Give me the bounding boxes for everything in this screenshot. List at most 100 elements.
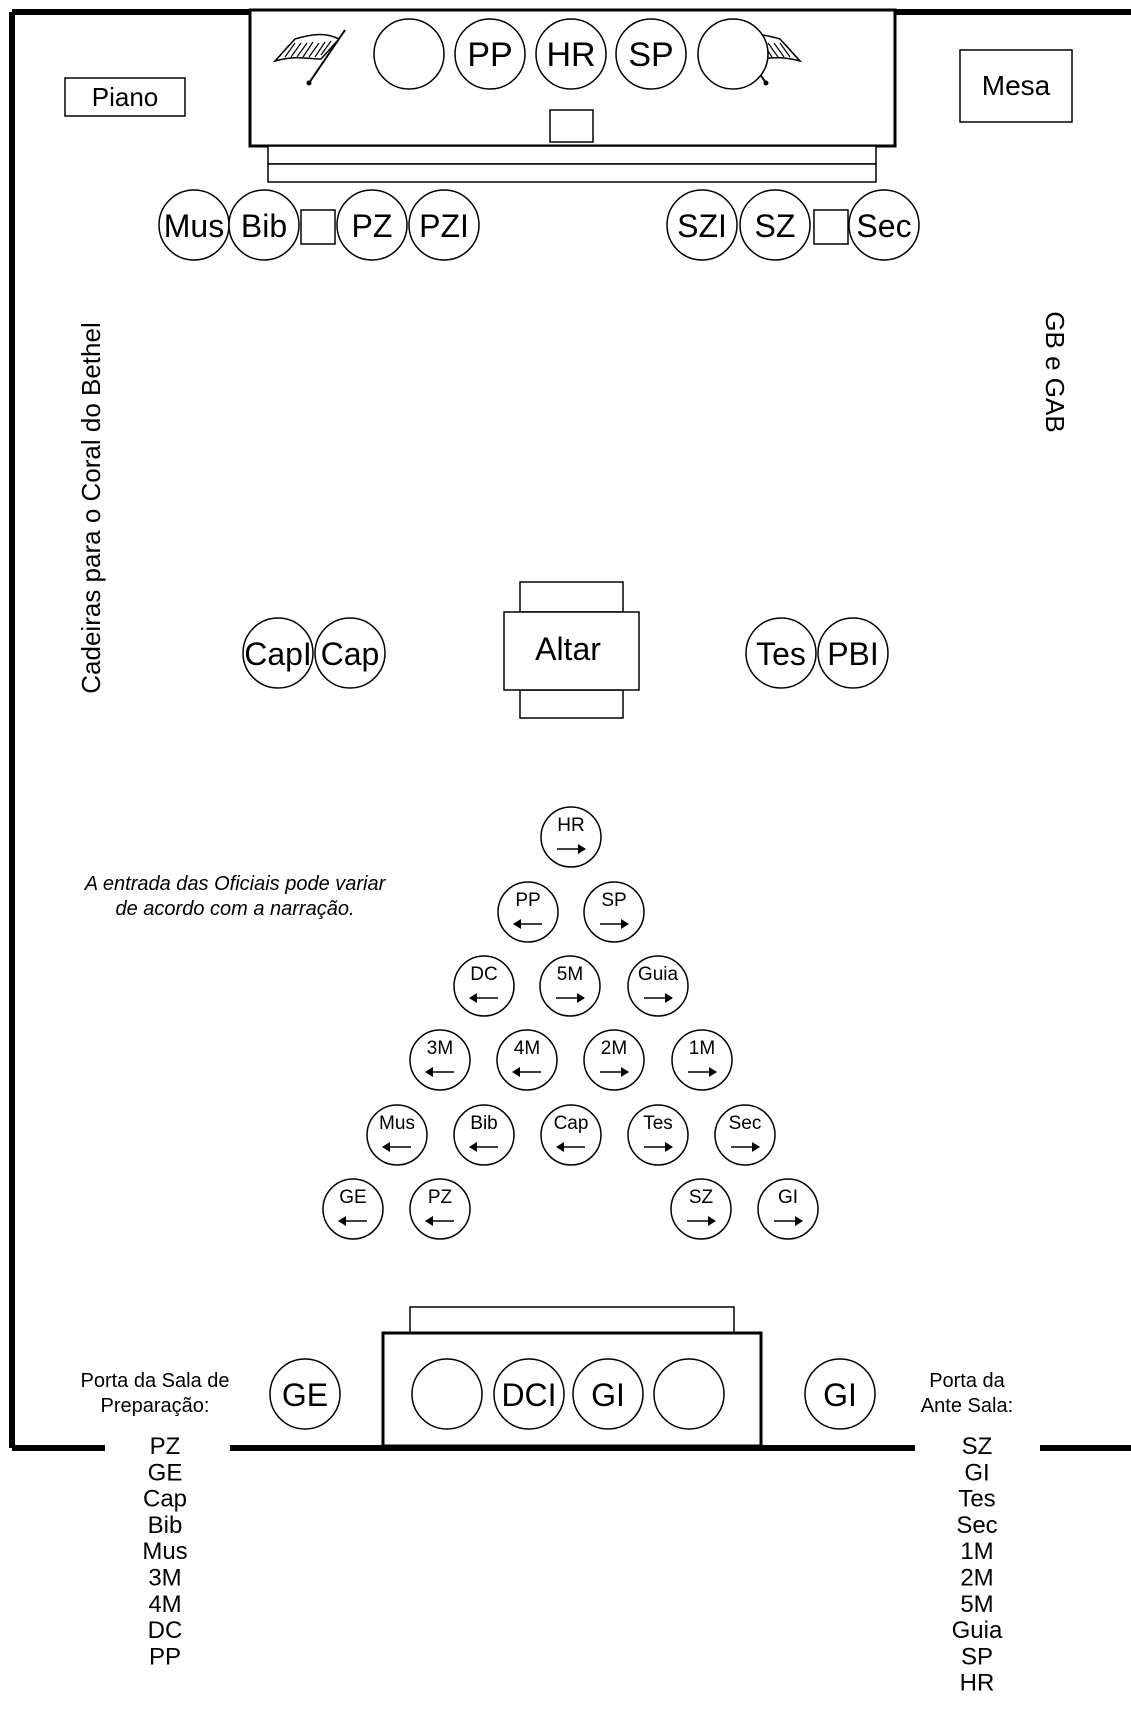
door-order-item: DC [148, 1617, 183, 1644]
dais-lectern [549, 109, 594, 143]
svg-text:GE: GE [282, 1377, 328, 1413]
seat: Sec [848, 189, 920, 261]
door-order-item: 2M [960, 1565, 993, 1592]
upper-right-seats: SZI SZ Sec [666, 189, 920, 261]
arrow-left-icon [469, 993, 498, 1003]
seat: SZI [666, 189, 738, 261]
seat: Bib [228, 189, 300, 261]
mid-right-seats: Tes PBI [745, 617, 889, 689]
seat: CapI [242, 617, 314, 689]
door-order-item: GE [148, 1459, 183, 1486]
door-order-item: Tes [958, 1486, 995, 1513]
formation-seat: GI [757, 1178, 819, 1240]
arrow-right-icon [556, 993, 585, 1003]
formation-seat: SP [583, 881, 645, 943]
arrow-left-icon [425, 1216, 454, 1226]
arrow-right-icon [557, 844, 586, 854]
svg-text:SP: SP [628, 36, 673, 74]
arrow-right-icon [644, 1142, 673, 1152]
formation-seat: 1M [671, 1029, 733, 1091]
formation-seat: DC [453, 955, 515, 1017]
seat: PP [454, 18, 526, 90]
arrow-right-icon [600, 1067, 629, 1077]
door-left-label: Porta da Sala de Preparação: [81, 1370, 230, 1417]
seat: PZ [336, 189, 408, 261]
formation-seat: Guia [627, 955, 689, 1017]
door-order-item: Mus [142, 1538, 187, 1565]
formation-seat-label: SP [601, 890, 626, 911]
svg-text:HR: HR [546, 36, 595, 74]
door-order-item: 1M [960, 1538, 993, 1565]
svg-text:GI: GI [823, 1377, 857, 1413]
arrow-left-icon [382, 1142, 411, 1152]
formation-seat: 3M [409, 1029, 471, 1091]
svg-text:Porta da Sala de: Porta da Sala de [81, 1370, 230, 1392]
door-order-item: Guia [952, 1617, 1003, 1644]
door-right-label: Porta da Ante Sala: [921, 1370, 1013, 1417]
formation-seat-label: 2M [601, 1038, 627, 1059]
arrow-left-icon [556, 1142, 585, 1152]
svg-text:Bib: Bib [241, 208, 287, 244]
formation-seat-label: PZ [428, 1187, 453, 1208]
formation-seat-label: 1M [689, 1038, 715, 1059]
formation-seat: Tes [627, 1104, 689, 1166]
arrow-right-icon [731, 1142, 760, 1152]
svg-text:de acordo com a narração.: de acordo com a narração. [115, 898, 354, 920]
door-seat-left: GE [269, 1358, 341, 1430]
mesa: Mesa [959, 49, 1073, 123]
formation-seat: HR [540, 806, 602, 868]
left-wall-label: Cadeiras para o Coral do Bethel [76, 322, 106, 693]
door-order-item: Sec [956, 1512, 997, 1539]
door-order-item: 4M [148, 1591, 181, 1618]
svg-text:PZ: PZ [352, 208, 393, 244]
formation-seat-label: 5M [557, 964, 583, 985]
formation-seat-label: Mus [379, 1113, 415, 1134]
formation-seat-label: Guia [638, 964, 679, 985]
arrow-right-icon [774, 1216, 803, 1226]
door-order-item: HR [960, 1670, 995, 1697]
right-wall-label: GB e GAB [1040, 311, 1070, 432]
seat: Cap [314, 617, 386, 689]
seat: Mus [158, 189, 230, 261]
svg-text:Mesa: Mesa [982, 70, 1051, 101]
seat [373, 18, 445, 90]
svg-text:Ante Sala:: Ante Sala: [921, 1395, 1013, 1417]
door-order-item: SP [961, 1643, 993, 1670]
door-order-item: 5M [960, 1591, 993, 1618]
svg-text:GI: GI [591, 1377, 625, 1413]
svg-text:PBI: PBI [827, 636, 879, 672]
formation-seat-label: DC [470, 964, 497, 985]
formation-seat: Mus [366, 1104, 428, 1166]
door-order-item: 3M [148, 1565, 181, 1592]
side-table [300, 209, 336, 245]
upper-left-seats: Mus Bib PZ PZI [158, 189, 480, 261]
entrance-note: A entrada das Oficiais pode variar de ac… [84, 873, 387, 920]
seat: GI [572, 1358, 644, 1430]
svg-text:DCI: DCI [501, 1377, 556, 1413]
svg-text:Sec: Sec [856, 208, 911, 244]
formation-seat: Cap [540, 1104, 602, 1166]
formation-seat-label: GE [339, 1187, 366, 1208]
svg-text:Tes: Tes [756, 636, 806, 672]
seat: DCI [493, 1358, 565, 1430]
door-order-item: PP [149, 1643, 181, 1670]
formation-seat-label: Sec [729, 1113, 762, 1134]
formation-seat-label: PP [515, 890, 540, 911]
svg-text:Porta da: Porta da [929, 1370, 1005, 1392]
door-order-item: SZ [962, 1433, 993, 1460]
arrow-left-icon [469, 1142, 498, 1152]
seat: SP [615, 18, 687, 90]
side-table [813, 209, 849, 245]
formation-seat-label: HR [557, 815, 584, 836]
formation-seat-label: 4M [514, 1038, 540, 1059]
svg-text:Cap: Cap [321, 636, 380, 672]
arrow-left-icon [512, 1067, 541, 1077]
door-order-item: Bib [148, 1512, 183, 1539]
formation-seat: PZ [409, 1178, 471, 1240]
door-order-item: Cap [143, 1486, 187, 1513]
svg-text:CapI: CapI [244, 636, 312, 672]
seat: HR [535, 18, 607, 90]
